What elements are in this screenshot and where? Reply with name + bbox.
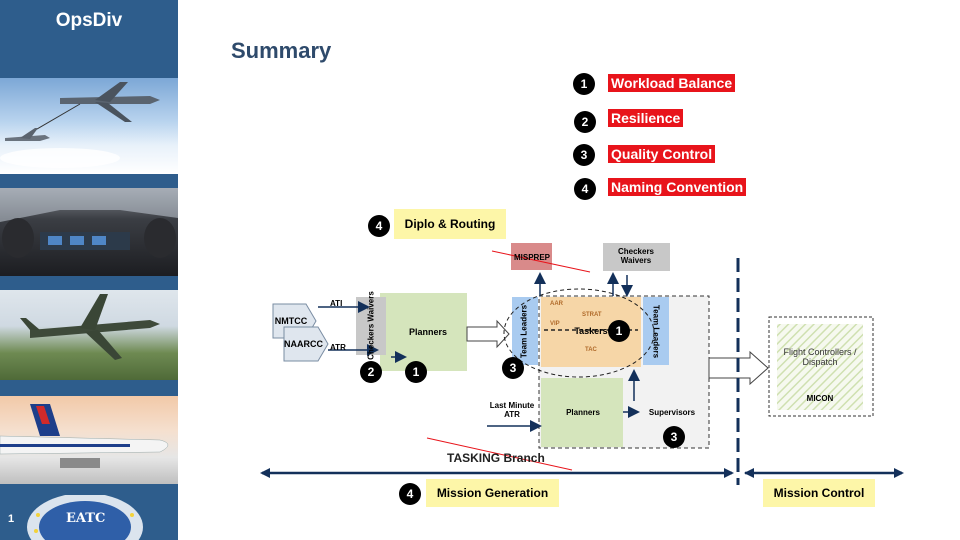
diplo-badge: 4 <box>368 215 390 237</box>
page-title: Summary <box>231 38 332 63</box>
tac-label: TAC <box>585 347 597 353</box>
svg-text:EATC: EATC <box>66 511 105 526</box>
key-label-naming: Naming Convention <box>608 178 747 196</box>
diplo-routing-label: Diplo & Routing <box>394 209 506 239</box>
key-label-resilience: Resilience <box>608 109 684 127</box>
team-leaders-right-label: Team Leaders <box>651 304 661 359</box>
checkers-waivers-top-label: Checkers Waivers <box>617 247 655 265</box>
quality-badge-left: 3 <box>502 357 524 379</box>
team-leaders-left-label: Team Leaders <box>519 304 529 359</box>
cargo-aircraft-icon <box>20 294 160 360</box>
key-badge-4: 4 <box>574 178 596 200</box>
aar-label: AAR <box>550 301 563 307</box>
misprep-label: MISPREP <box>514 253 551 262</box>
key-badge-1: 1 <box>573 73 595 95</box>
cargo-aircraft-photo <box>0 290 178 380</box>
airliner-icon <box>0 404 169 468</box>
mission-generation-badge: 4 <box>399 483 421 505</box>
atr-label: ATR <box>330 343 346 352</box>
brand-title: OpsDiv <box>55 10 123 31</box>
strat-label: STRAT <box>582 312 602 318</box>
micon-label: MICON <box>806 394 834 403</box>
mission-control-label: Mission Control <box>763 479 875 507</box>
cockpit-icon <box>0 188 178 258</box>
checkers-waivers-left-label: Checkers Waivers <box>366 291 376 360</box>
key-badge-3: 3 <box>573 144 595 166</box>
workload-badge-center: 1 <box>608 320 630 342</box>
planners-bottom-label: Planners <box>566 408 600 417</box>
ati-label: ATI <box>330 299 343 308</box>
cockpit-photo <box>0 188 178 276</box>
last-minute-atr-label: Last Minute ATR <box>489 401 535 419</box>
emblem-photo: EATC <box>0 495 178 540</box>
key-label-workload: Workload Balance <box>608 74 736 92</box>
resilience-badge: 2 <box>360 361 382 383</box>
taskers-focus-ellipse <box>503 288 655 378</box>
naarcc-label: NAARCC <box>284 339 323 349</box>
team-leaders-right-box <box>643 297 669 365</box>
planners-top-label: Planners <box>408 327 448 337</box>
key-badge-2: 2 <box>574 111 596 133</box>
nmtcc-label: NMTCC <box>274 316 308 326</box>
slide-number: 1 <box>8 513 15 525</box>
taskers-label: Taskers <box>574 326 608 336</box>
tanker-refueling-photo <box>0 78 178 174</box>
airliner-photo <box>0 396 178 484</box>
mission-generation-label: Mission Generation <box>426 479 559 507</box>
checkers-waivers-top-box <box>603 243 670 271</box>
flight-controllers-label: Flight Controllers / Dispatch <box>783 347 857 367</box>
tanker-aircraft-icon <box>0 82 160 168</box>
tasking-branch-label: TASKING Branch <box>447 451 545 465</box>
eatc-emblem-icon: EATC <box>27 495 143 540</box>
key-label-quality: Quality Control <box>608 145 716 163</box>
naarcc-tab <box>283 326 329 362</box>
workload-badge-left: 1 <box>405 361 427 383</box>
supervisors-label: Supervisors <box>648 408 696 417</box>
vip-label: VIP <box>550 321 560 327</box>
quality-badge-bottom: 3 <box>663 426 685 448</box>
planners-top-box <box>380 293 467 371</box>
planners-bottom-box <box>541 378 623 447</box>
